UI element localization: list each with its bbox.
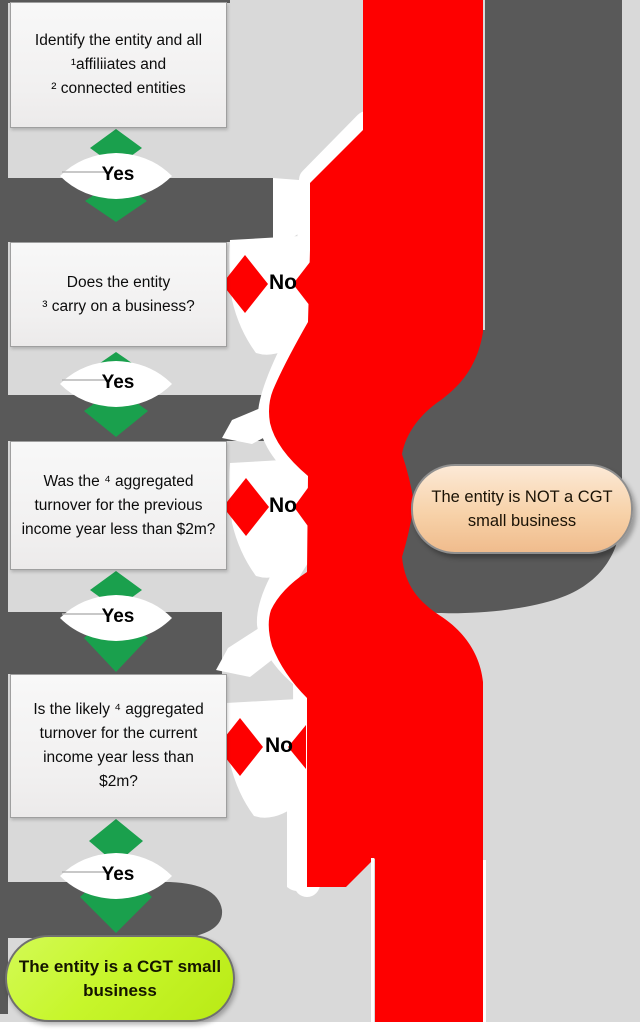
question-text-line: $2m? [99, 773, 138, 790]
yes-arrow-icon-4 [60, 819, 172, 933]
question-text-line: ¹affiliiates and [70, 56, 167, 73]
no-arrow-icon-3 [217, 718, 306, 776]
question-text-line: income year less than [43, 749, 194, 766]
question-text-line: turnover for the previous [34, 496, 203, 514]
yes-label-1: Yes [101, 164, 135, 185]
question-text-line: Does the entity [66, 273, 171, 291]
question-text-line: turnover for the current [39, 725, 198, 742]
yes-label-2: Yes [101, 372, 135, 393]
result-text-line: small business [467, 512, 577, 530]
yes-arrow-icon-2 [60, 352, 172, 437]
question-box-carry-on-business: Does the entity ³ carry on a business? [10, 242, 227, 347]
yes-label-4: Yes [101, 864, 135, 885]
right-dark-band [393, 0, 622, 614]
result-text-line: The entity is NOT a CGT [431, 488, 613, 506]
no-arrow-icon-1 [222, 255, 310, 313]
question-box-identify-entity: Identify the entity and all ¹affiliiates… [10, 2, 227, 128]
question-text-line: Was the ⁴ aggregated [43, 472, 194, 490]
question-text-line: income year less than $2m? [21, 520, 216, 538]
top-dark-strip [0, 0, 230, 3]
no-arrow-icon-2 [223, 478, 310, 536]
result-text-line: business [83, 980, 157, 1000]
no-label-2: No [269, 494, 297, 517]
question-box-current-turnover: Is the likely ⁴ aggregated turnover for … [10, 674, 227, 818]
no-label-1: No [269, 271, 297, 294]
red-band-seam-right [483, 860, 486, 1022]
question-text-line: ² connected entities [51, 80, 186, 97]
yes-arrow-icon-3 [60, 571, 172, 672]
question-text-line: Is the likely ⁴ aggregated [33, 701, 204, 718]
result-not-cgt-small-business: The entity is NOT a CGT small business [411, 464, 633, 554]
question-text-line: Identify the entity and all [34, 32, 203, 49]
merge-flow-red-band [268, 0, 483, 1022]
no-label-3: No [265, 734, 293, 757]
result-cgt-small-business: The entity is a CGT small business [5, 935, 235, 1022]
question-box-previous-turnover: Was the ⁴ aggregated turnover for the pr… [10, 441, 227, 570]
yes-arrow-icon-1 [60, 129, 172, 222]
left-dark-strip [0, 0, 8, 1014]
yes-label-3: Yes [101, 606, 135, 627]
red-band-seam-left [371, 858, 374, 1022]
result-text-line: The entity is a CGT small [18, 956, 222, 976]
question-text-line: ³ carry on a business? [42, 297, 195, 315]
